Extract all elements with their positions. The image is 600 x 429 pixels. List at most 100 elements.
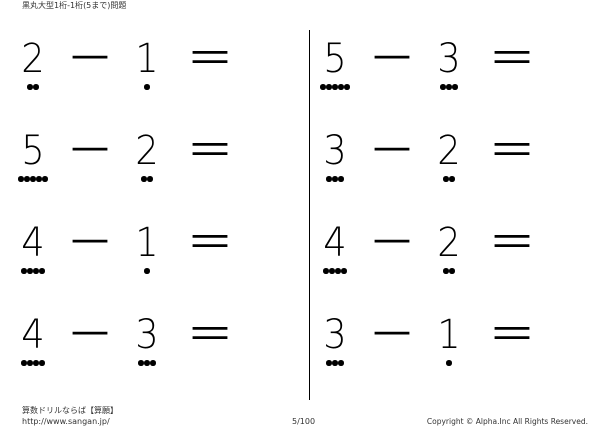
- subtraction-problem: 5 － 2 ＝: [12, 128, 272, 188]
- count-dot: [446, 360, 452, 366]
- count-dot: [141, 176, 147, 182]
- subtrahend-digit: 2: [437, 220, 461, 266]
- minuend-digit: 5: [21, 128, 45, 174]
- equals-sign: ＝: [488, 36, 536, 82]
- equals-sign: ＝: [186, 220, 234, 266]
- subtraction-problem: 4－3＝: [12, 312, 272, 372]
- minuend-digit: 3: [323, 312, 347, 358]
- count-dot: [323, 268, 329, 274]
- count-dot: [338, 360, 344, 366]
- count-dot: [446, 84, 452, 90]
- minus-sign: －: [368, 128, 416, 174]
- count-dot: [449, 268, 455, 274]
- count-dot: [326, 176, 332, 182]
- subtraction-problem: 4－2＝: [314, 220, 574, 280]
- subtrahend-digit: 3: [437, 36, 461, 82]
- equals-sign: ＝: [488, 312, 536, 358]
- subtrahend-digit: 2: [437, 128, 461, 174]
- count-dot: [332, 176, 338, 182]
- count-dot: [344, 84, 350, 90]
- count-dot: [150, 360, 156, 366]
- subtrahend-dots: [434, 360, 464, 366]
- minuend-digit: 4: [323, 220, 347, 266]
- subtraction-problem: 3 － 1 ＝: [314, 312, 574, 372]
- minuend-digit: 5: [323, 36, 347, 82]
- minuend-digit: 4: [21, 220, 45, 266]
- count-dot: [24, 176, 30, 182]
- minuend-digit: 4: [21, 312, 45, 358]
- count-dot: [138, 360, 144, 366]
- count-dot: [21, 360, 27, 366]
- count-dot: [27, 268, 33, 274]
- minuend-dots: [18, 360, 48, 366]
- minus-sign: －: [66, 36, 114, 82]
- subtrahend-dots: [132, 84, 162, 90]
- minuend-digit: 3: [323, 128, 347, 174]
- count-dot: [39, 360, 45, 366]
- subtrahend-digit: 2: [135, 128, 159, 174]
- count-dot: [326, 360, 332, 366]
- count-dot: [27, 84, 33, 90]
- minuend-digit: 2: [21, 36, 45, 82]
- subtrahend-dots: [132, 360, 162, 366]
- minus-sign: －: [368, 312, 416, 358]
- site-url-link[interactable]: http://www.sangan.jp/: [22, 417, 110, 426]
- minuend-dots: [18, 268, 48, 274]
- count-dot: [33, 360, 39, 366]
- subtrahend-dots: [434, 268, 464, 274]
- subtrahend-digit: 1: [135, 220, 159, 266]
- footer-left: 算数ドリルならば【算願】 http://www.sangan.jp/: [22, 405, 118, 427]
- count-dot: [338, 84, 344, 90]
- count-dot: [443, 176, 449, 182]
- subtraction-problem: 4 － 1 ＝: [12, 220, 272, 280]
- count-dot: [144, 268, 150, 274]
- count-dot: [36, 176, 42, 182]
- column-divider: [309, 30, 310, 400]
- count-dot: [332, 360, 338, 366]
- count-dot: [21, 268, 27, 274]
- subtraction-problem: 5 － 3 ＝: [314, 36, 574, 96]
- count-dot: [341, 268, 347, 274]
- count-dot: [443, 268, 449, 274]
- count-dot: [39, 268, 45, 274]
- count-dot: [18, 176, 24, 182]
- count-dot: [329, 268, 335, 274]
- count-dot: [449, 176, 455, 182]
- equals-sign: ＝: [488, 128, 536, 174]
- count-dot: [440, 84, 446, 90]
- subtraction-problem: 2 － 1 ＝: [12, 36, 272, 96]
- count-dot: [42, 176, 48, 182]
- subtrahend-dots: [132, 176, 162, 182]
- subtrahend-dots: [434, 176, 464, 182]
- subtrahend-digit: 1: [135, 36, 159, 82]
- count-dot: [33, 268, 39, 274]
- minus-sign: －: [368, 220, 416, 266]
- page-number: 5/100: [292, 417, 316, 426]
- page-title: 黒丸大型1桁-1桁(5まで)問題: [22, 1, 127, 10]
- count-dot: [144, 84, 150, 90]
- minuend-dots: [320, 360, 350, 366]
- subtrahend-dots: [434, 84, 464, 90]
- count-dot: [144, 360, 150, 366]
- minuend-dots: [320, 176, 350, 182]
- minuend-dots: [314, 84, 356, 90]
- copyright-text: Copyright © Alpha.Inc All Rights Reserve…: [426, 417, 588, 426]
- count-dot: [326, 84, 332, 90]
- count-dot: [338, 176, 344, 182]
- count-dot: [147, 176, 153, 182]
- subtrahend-digit: 3: [135, 312, 159, 358]
- minus-sign: －: [368, 36, 416, 82]
- equals-sign: ＝: [186, 128, 234, 174]
- subtrahend-digit: 1: [437, 312, 461, 358]
- count-dot: [452, 84, 458, 90]
- minuend-dots: [12, 176, 54, 182]
- minuend-dots: [18, 84, 48, 90]
- equals-sign: ＝: [186, 36, 234, 82]
- subtraction-problem: 3 － 2 ＝: [314, 128, 574, 188]
- minus-sign: －: [66, 220, 114, 266]
- count-dot: [27, 360, 33, 366]
- subtrahend-dots: [132, 268, 162, 274]
- minus-sign: －: [66, 128, 114, 174]
- count-dot: [320, 84, 326, 90]
- count-dot: [332, 84, 338, 90]
